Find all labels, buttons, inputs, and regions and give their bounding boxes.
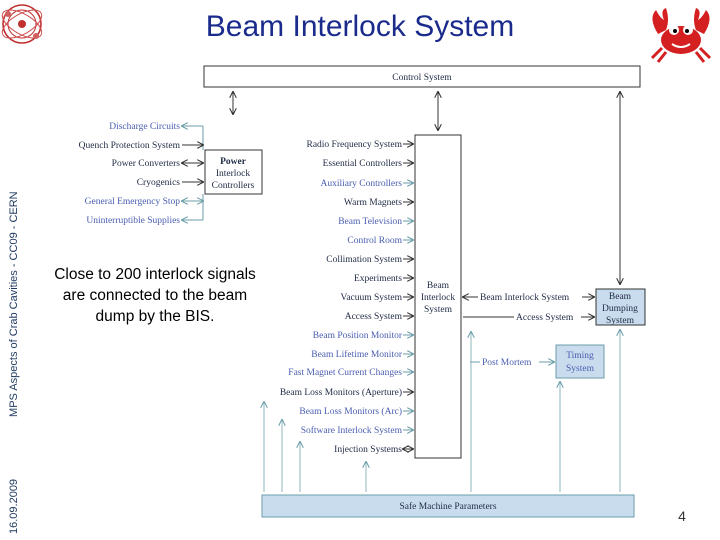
lhc-ring-logo bbox=[1, 4, 43, 44]
beam-input-label: Essential Controllers bbox=[323, 159, 403, 169]
beam-input-label: Beam Position Monitor bbox=[313, 331, 403, 341]
beam-input-label: Control Room bbox=[347, 236, 402, 246]
beam-input-label: Beam Loss Monitors (Aperture) bbox=[280, 387, 402, 398]
safe-machine-feeds bbox=[264, 330, 620, 492]
power-inputs: Discharge Circuits Quench Protection Sys… bbox=[79, 122, 203, 226]
page-number: 4 bbox=[678, 508, 686, 524]
summary-note: Close to 200 interlock signals are conne… bbox=[44, 262, 266, 332]
power-interlock-line-1: Power bbox=[220, 157, 247, 167]
beam-dumping-line-1: Beam bbox=[609, 292, 632, 302]
power-input-label: Uninterruptible Supplies bbox=[86, 216, 180, 226]
beam-input-label: Auxiliary Controllers bbox=[320, 179, 402, 189]
access-label: Access System bbox=[516, 313, 574, 323]
power-input-label: Discharge Circuits bbox=[109, 122, 180, 132]
beam-input-label: Warm Magnets bbox=[344, 198, 402, 208]
beam-input-label: Radio Frequency System bbox=[306, 140, 402, 150]
beam-dumping-box: Beam Dumping System bbox=[595, 288, 646, 326]
beam-dumping-line-3: System bbox=[606, 316, 635, 326]
right-links: Beam Interlock System Access System Post… bbox=[463, 293, 594, 368]
crab-logo bbox=[650, 8, 712, 63]
safe-machine-parameters-box: Safe Machine Parameters bbox=[261, 494, 635, 518]
power-input-label: General Emergency Stop bbox=[85, 197, 181, 207]
slide-title: Beam Interlock System bbox=[205, 10, 515, 43]
power-interlock-box: Power Interlock Controllers bbox=[204, 149, 263, 195]
beam-dumping-line-2: Dumping bbox=[602, 304, 638, 314]
timing-line-2: System bbox=[566, 364, 595, 374]
bis-to-dump-label: Beam Interlock System bbox=[480, 293, 570, 303]
beam-interlock-box: Beam Interlock System bbox=[414, 134, 462, 459]
control-system-label: Control System bbox=[392, 73, 452, 83]
beam-input-label: Experiments bbox=[354, 274, 402, 284]
beam-input-label: Beam Television bbox=[338, 217, 402, 227]
power-input-label: Cryogenics bbox=[137, 178, 181, 188]
beam-input-label: Fast Magnet Current Changes bbox=[288, 368, 402, 378]
timing-line-1: Timing bbox=[566, 351, 594, 361]
beam-interlock-line-1: Beam bbox=[427, 281, 450, 291]
beam-interlock-line-2: Interlock bbox=[421, 293, 456, 303]
post-mortem-label: Post Mortem bbox=[482, 358, 532, 368]
beam-input-label: Beam Loss Monitors (Arc) bbox=[299, 406, 402, 417]
power-interlock-line-2: Interlock bbox=[216, 169, 251, 179]
timing-system-box: Timing System bbox=[555, 344, 605, 379]
power-interlock-line-3: Controllers bbox=[212, 181, 255, 191]
beam-interlock-line-3: System bbox=[424, 305, 453, 315]
beam-input-label: Injection Systems bbox=[334, 445, 402, 455]
beam-input-label: Beam Lifetime Monitor bbox=[311, 349, 403, 360]
beam-input-label: Software Interlock System bbox=[301, 425, 403, 436]
beam-input-label: Collimation System bbox=[326, 255, 402, 265]
safe-machine-parameters-label: Safe Machine Parameters bbox=[399, 501, 496, 512]
control-system-box: Control System bbox=[203, 65, 641, 88]
beam-input-label: Vacuum System bbox=[341, 293, 403, 303]
power-input-label: Quench Protection System bbox=[79, 141, 181, 151]
beam-inputs: Radio Frequency System Essential Control… bbox=[280, 140, 413, 455]
beam-input-label: Access System bbox=[345, 312, 403, 322]
power-input-label: Power Converters bbox=[112, 159, 181, 169]
